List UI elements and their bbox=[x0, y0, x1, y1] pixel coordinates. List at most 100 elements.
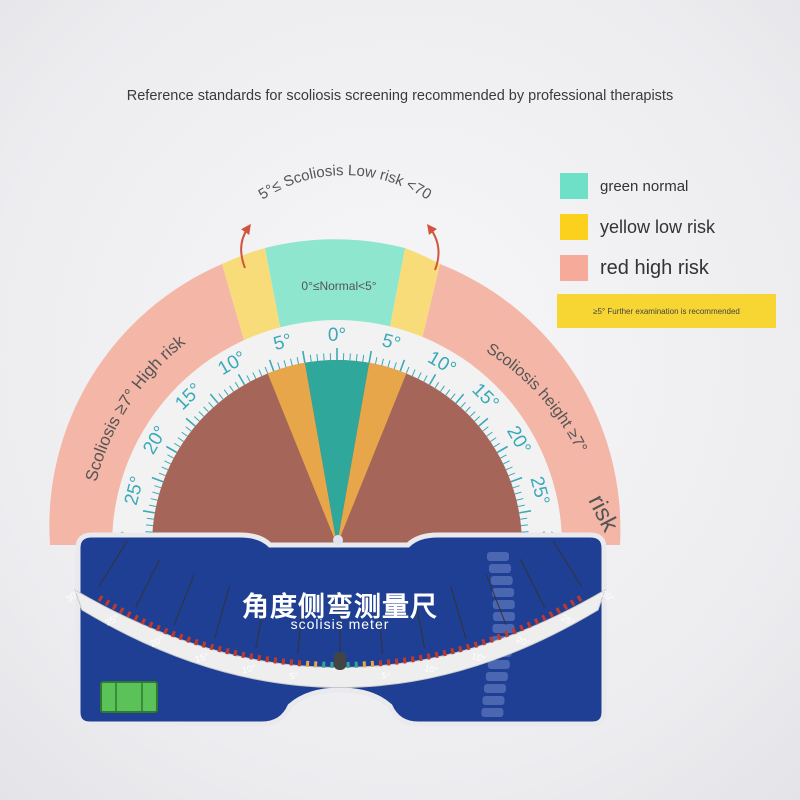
meter-label: 15° bbox=[470, 651, 486, 665]
meter-tick bbox=[569, 599, 576, 607]
meter-divider bbox=[519, 559, 546, 608]
meter-tick bbox=[178, 633, 184, 641]
meter-tick bbox=[186, 636, 192, 643]
red-swatch bbox=[560, 255, 588, 281]
meter-tick bbox=[225, 647, 230, 655]
dial-tick bbox=[237, 373, 246, 386]
dial-tick bbox=[493, 442, 501, 448]
dial-tick bbox=[368, 350, 372, 363]
dial-tick bbox=[517, 504, 525, 508]
dial-tick bbox=[151, 476, 164, 483]
dial-tick bbox=[258, 369, 263, 377]
dial-tick bbox=[146, 517, 154, 520]
dial-tick bbox=[309, 354, 312, 362]
meter-tick bbox=[386, 659, 391, 666]
dial-low-risk-wedge bbox=[337, 362, 407, 545]
meter-tick bbox=[541, 614, 547, 622]
dial-tick bbox=[283, 360, 287, 368]
meter-label: 5° bbox=[381, 670, 391, 681]
dial-tick bbox=[417, 372, 422, 379]
meter-scale-ticks bbox=[97, 540, 583, 668]
dial-tick bbox=[516, 498, 524, 501]
dial-tick bbox=[405, 366, 410, 374]
dial-tick bbox=[302, 350, 306, 363]
arrow-icon bbox=[240, 223, 251, 269]
meter-divider bbox=[376, 600, 384, 655]
meter-divider bbox=[414, 594, 425, 649]
dial-tick bbox=[149, 504, 157, 508]
dial-tick bbox=[512, 485, 520, 489]
dial-tick bbox=[167, 454, 174, 459]
dial-tick bbox=[428, 373, 437, 386]
meter-tick bbox=[140, 618, 147, 625]
meter-divider bbox=[173, 574, 195, 626]
meter-tick bbox=[265, 656, 270, 663]
dial-tick bbox=[158, 472, 166, 477]
hang-hole bbox=[333, 535, 343, 545]
dial-tick bbox=[165, 445, 178, 454]
meter-tick bbox=[511, 627, 517, 635]
meter-tick bbox=[193, 638, 199, 646]
meter-tick bbox=[555, 607, 562, 614]
meter-tick bbox=[155, 624, 161, 632]
meter-tick bbox=[249, 653, 254, 660]
dial-tick bbox=[510, 476, 523, 483]
dial-tick bbox=[177, 437, 184, 442]
dial-tick bbox=[508, 472, 516, 477]
dial-tick bbox=[423, 375, 428, 382]
dial-tick bbox=[399, 359, 406, 372]
dial-wedges bbox=[267, 360, 407, 545]
dial-tick bbox=[154, 485, 162, 489]
meter-divider bbox=[297, 600, 304, 655]
dial-label: 5° bbox=[271, 330, 294, 355]
level-vial-icon bbox=[100, 681, 158, 713]
meter-divider bbox=[214, 586, 230, 639]
dial-tick bbox=[455, 393, 465, 404]
meter-tick bbox=[442, 649, 447, 657]
meter-tick bbox=[148, 621, 154, 629]
meter-tick bbox=[458, 645, 463, 653]
dial-tick bbox=[185, 417, 196, 427]
dial-tick bbox=[460, 401, 466, 408]
legend-item-green: green normal bbox=[560, 173, 688, 199]
dial-tick bbox=[142, 510, 155, 514]
meter-tick bbox=[241, 651, 246, 659]
dial-tick bbox=[474, 416, 481, 422]
dial-tick bbox=[229, 385, 234, 392]
dial-label: 5° bbox=[380, 330, 403, 355]
dial-tick bbox=[496, 445, 509, 454]
dial-tick bbox=[150, 498, 158, 501]
dial-tick bbox=[209, 393, 219, 404]
dial-tick bbox=[185, 426, 192, 432]
meter-tick bbox=[201, 641, 207, 648]
meter-tick bbox=[163, 627, 169, 635]
dial-tick bbox=[505, 466, 513, 471]
meter-tick bbox=[97, 595, 104, 602]
dial-tick bbox=[290, 358, 293, 366]
dial-tick bbox=[362, 354, 365, 362]
meter-tick bbox=[426, 653, 431, 660]
meter-tick bbox=[233, 649, 238, 657]
meter-tick bbox=[170, 630, 176, 638]
meter-tick bbox=[378, 660, 383, 667]
meter-label: 10° bbox=[241, 663, 257, 675]
meter-title-english: scolisis meter bbox=[290, 616, 390, 632]
meter-tick bbox=[297, 660, 302, 667]
meter-tick bbox=[526, 621, 532, 629]
dial-tick bbox=[440, 385, 445, 392]
dial-tick bbox=[465, 406, 471, 413]
dial-tick bbox=[164, 460, 171, 465]
dial-tick bbox=[296, 357, 300, 365]
meter-tick bbox=[133, 614, 139, 622]
meter-tick bbox=[496, 633, 502, 641]
meter-tick bbox=[434, 651, 439, 659]
dial-tick bbox=[486, 431, 493, 437]
dial-tick bbox=[234, 381, 240, 389]
dial-tick bbox=[246, 375, 251, 382]
meter-tick bbox=[504, 630, 510, 638]
meter-tick bbox=[394, 658, 399, 665]
meter-divider bbox=[98, 540, 128, 588]
dial-tick bbox=[203, 406, 209, 413]
